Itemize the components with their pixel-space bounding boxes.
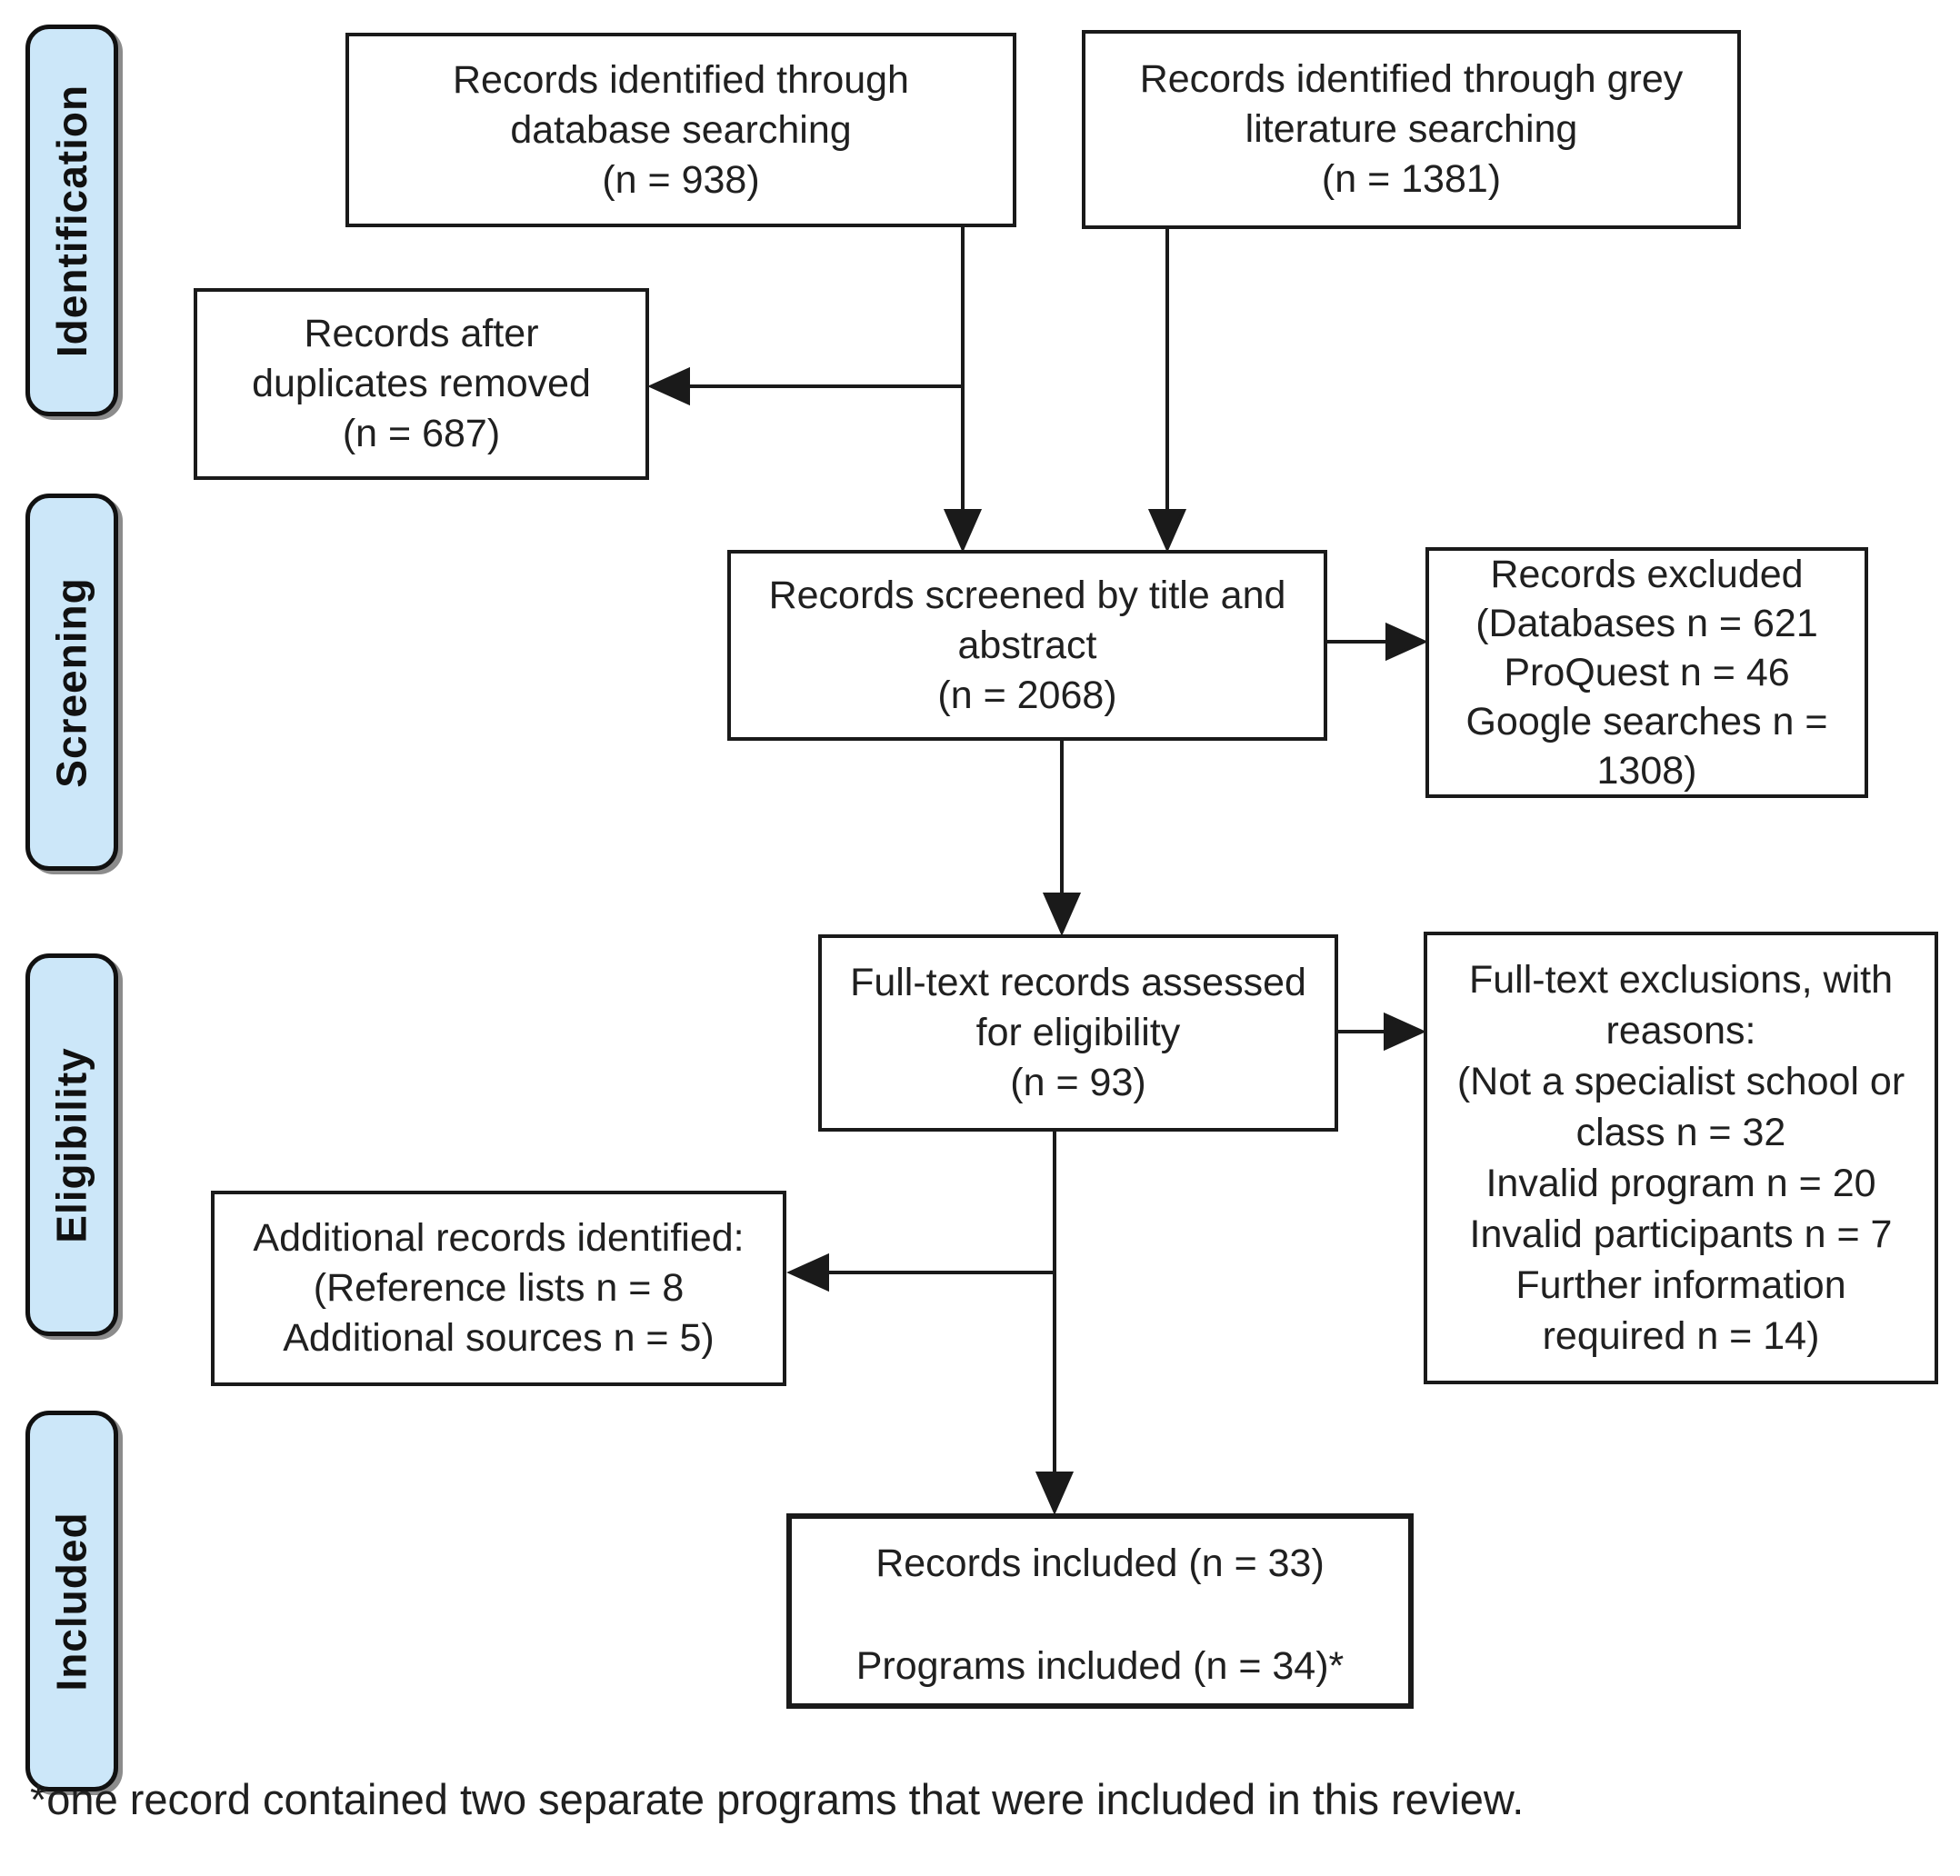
box-text-line: (n = 1381) (1321, 157, 1502, 201)
stage-included: Included (25, 1411, 118, 1791)
box-text-line: Google searches n = 1308) (1465, 700, 1828, 793)
box-text-line: abstract (957, 623, 1097, 667)
box-text-line: (Databases n = 621 (1475, 602, 1818, 645)
box-text-line: (n = 938) (602, 157, 760, 202)
box-text-line: ProQuest n = 46 (1504, 651, 1790, 694)
stage-screening: Screening (25, 494, 118, 871)
box-text-line: class n = 32 (1575, 1111, 1786, 1154)
arrowhead-down-icon (1042, 893, 1082, 936)
box-text-line: required n = 14) (1542, 1314, 1820, 1358)
box-records-excluded: Records excluded (Databases n = 621 ProQ… (1425, 547, 1868, 798)
box-text-line: (n = 2068) (937, 673, 1117, 717)
stage-label-screening: Screening (48, 576, 96, 788)
stage-label-included: Included (48, 1511, 95, 1691)
box-text-line: Further information (1515, 1263, 1846, 1307)
arrowhead-down-icon (1035, 1472, 1075, 1515)
box-text-line: (n = 93) (1010, 1061, 1146, 1104)
arrowhead-down-icon (1147, 509, 1187, 553)
box-fulltext-exclusions: Full-text exclusions, with reasons: (Not… (1424, 932, 1938, 1384)
arrowhead-left-icon (647, 366, 690, 406)
box-text-line: (Not a specialist school or (1456, 1060, 1905, 1103)
box-text-line: Records screened by title and (768, 573, 1286, 617)
stage-eligibility: Eligibility (25, 953, 118, 1336)
stage-label-identification: Identification (48, 84, 96, 357)
stage-label-eligibility: Eligibility (48, 1046, 95, 1243)
box-text-line: Records excluded (1490, 553, 1804, 596)
box-text-line: Records included (n = 33) (875, 1542, 1325, 1585)
footnote: *one record contained two separate progr… (30, 1775, 1525, 1823)
box-text-line: (n = 687) (342, 412, 501, 455)
arrowhead-right-icon (1385, 622, 1428, 662)
box-records-included: Records included (n = 33) Programs inclu… (786, 1513, 1414, 1709)
box-text-line: database searching (510, 107, 852, 152)
box-text-line: Additional records identified: (253, 1216, 745, 1260)
box-text-line: Invalid program n = 20 (1485, 1162, 1876, 1205)
arrowhead-down-icon (943, 509, 983, 553)
box-text-line: Records identified through (453, 57, 909, 102)
box-grey-literature: Records identified through grey literatu… (1082, 30, 1741, 229)
box-text-line: duplicates removed (252, 362, 591, 405)
arrowhead-left-icon (786, 1252, 829, 1292)
box-text-line: for eligibility (975, 1011, 1181, 1054)
box-text-line: Programs included (n = 34)* (855, 1644, 1345, 1688)
box-fulltext-assessed: Full-text records assessed for eligibili… (818, 934, 1338, 1132)
box-text-line: Full-text exclusions, with (1469, 958, 1893, 1002)
arrowhead-right-icon (1384, 1012, 1426, 1052)
box-text-line: Full-text records assessed (850, 961, 1306, 1004)
box-text-line: reasons: (1605, 1009, 1756, 1053)
box-text-line: Records after (304, 312, 539, 355)
stage-identification: Identification (25, 25, 118, 416)
box-text-line: (Reference lists n = 8 (313, 1266, 685, 1310)
box-text-line: Invalid participants n = 7 (1469, 1212, 1893, 1256)
box-additional-records: Additional records identified: (Referenc… (211, 1191, 786, 1386)
box-text-line: Records identified through grey (1139, 57, 1684, 101)
box-text-line: Additional sources n = 5) (283, 1316, 715, 1360)
box-database-searching: Records identified through database sear… (345, 33, 1016, 227)
box-records-screened: Records screened by title and abstract (… (727, 550, 1327, 741)
box-duplicates-removed: Records after duplicates removed (n = 68… (194, 288, 649, 480)
box-text-line: literature searching (1245, 107, 1578, 151)
